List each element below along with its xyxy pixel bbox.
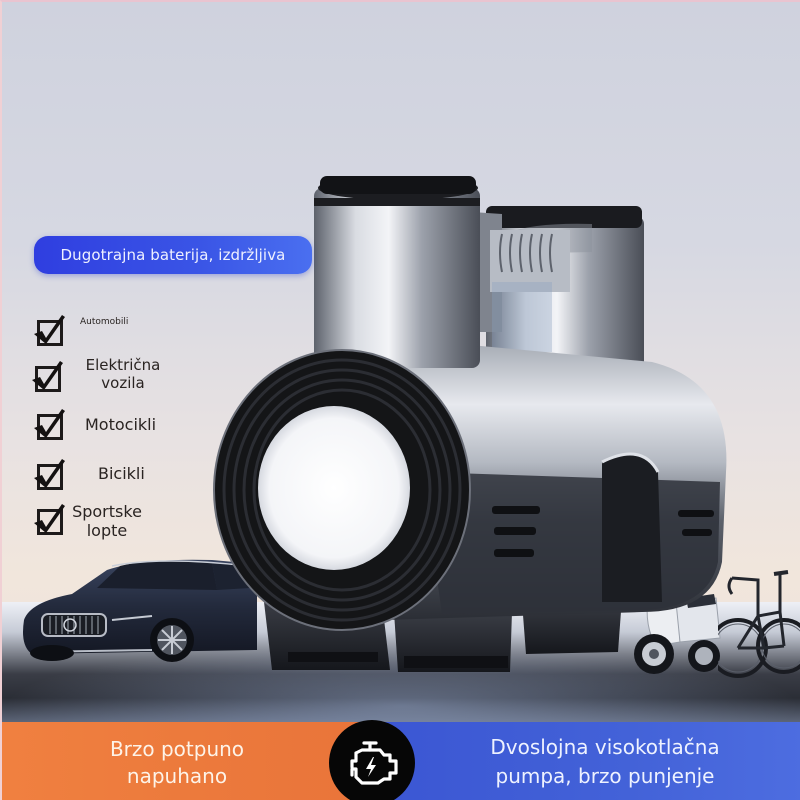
checklist-label: Bicikli [98, 464, 145, 483]
fast-inflation-line1: Brzo potpuno [109, 737, 245, 761]
checkmark-icon [34, 315, 65, 344]
dual-pump-panel: Dvoslojna visokotlačna pumpa, brzo punje… [372, 722, 800, 800]
battery-feature-pill: Dugotrajna baterija, izdržljiva [34, 236, 312, 274]
checkmark-icon [34, 459, 65, 488]
checkmark-icon [34, 409, 65, 438]
dual-pump-line1: Dvoslojna visokotlačna [490, 735, 720, 759]
car-image [23, 559, 257, 662]
checklist-label: Motocikli [85, 415, 157, 434]
checklist-label: Električna vozila [85, 356, 161, 392]
checkmark-icon [34, 504, 65, 533]
bottom-feature-band: Brzo potpuno napuhano Dvoslojna visokotl… [2, 722, 800, 800]
checklist-label: Automobili [80, 317, 129, 327]
checkmark-icon [32, 361, 63, 390]
engine-charge-icon [350, 741, 398, 785]
dual-pump-line2: pumpa, brzo punjenje [495, 764, 715, 788]
bicycle-image [718, 570, 800, 678]
fast-inflation-line2: napuhano [126, 764, 228, 788]
fast-inflation-panel: Brzo potpuno napuhano [2, 722, 372, 800]
checklist-label: Sportske lopte [72, 502, 142, 541]
engine-badge [329, 720, 415, 800]
battery-feature-label: Dugotrajna baterija, izdržljiva [60, 246, 286, 264]
